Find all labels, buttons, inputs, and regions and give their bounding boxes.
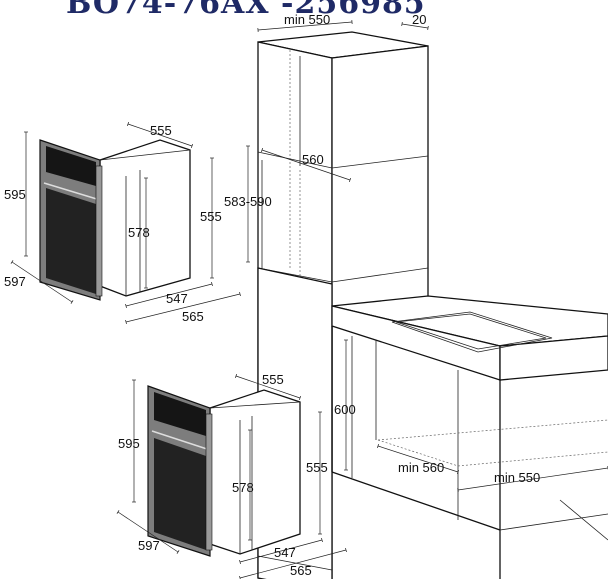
lower-oven-width-label: 597 [138,538,160,553]
counter-height-label: 600 [334,402,356,417]
niche-height-label: 583-590 [224,194,272,209]
top-min-width-label: min 550 [284,12,330,27]
upper-oven-height-label: 595 [4,187,26,202]
upper-oven [39,139,191,301]
dimension-lines [10,19,608,581]
counter-min-depth-label: min 550 [494,470,540,485]
lower-oven-height-label: 595 [118,436,140,451]
lower-oven-body-height-label: 578 [232,480,254,495]
lower-oven-total-depth-label: 565 [290,563,312,578]
counter-min-width-label: min 560 [398,460,444,475]
upper-oven-width-label: 597 [4,274,26,289]
model-title: BO74-76AX -256985 [66,0,426,21]
lower-oven-depth-label: 555 [262,372,284,387]
dimension-labels: min 550 20 560 583-590 595 597 555 578 5… [4,12,540,578]
upper-oven-total-depth-label: 565 [182,309,204,324]
upper-oven-side-height-label: 555 [200,209,222,224]
niche-width-label: 560 [302,152,324,167]
lower-oven-side-height-label: 555 [306,460,328,475]
upper-oven-depth-label: 555 [150,123,172,138]
upper-oven-body-height-label: 578 [128,225,150,240]
lower-oven-body-depth-label: 547 [274,545,296,560]
top-gap-label: 20 [412,12,426,27]
kitchen-counter [331,295,608,579]
upper-oven-body-depth-label: 547 [166,291,188,306]
lower-oven [147,385,301,557]
